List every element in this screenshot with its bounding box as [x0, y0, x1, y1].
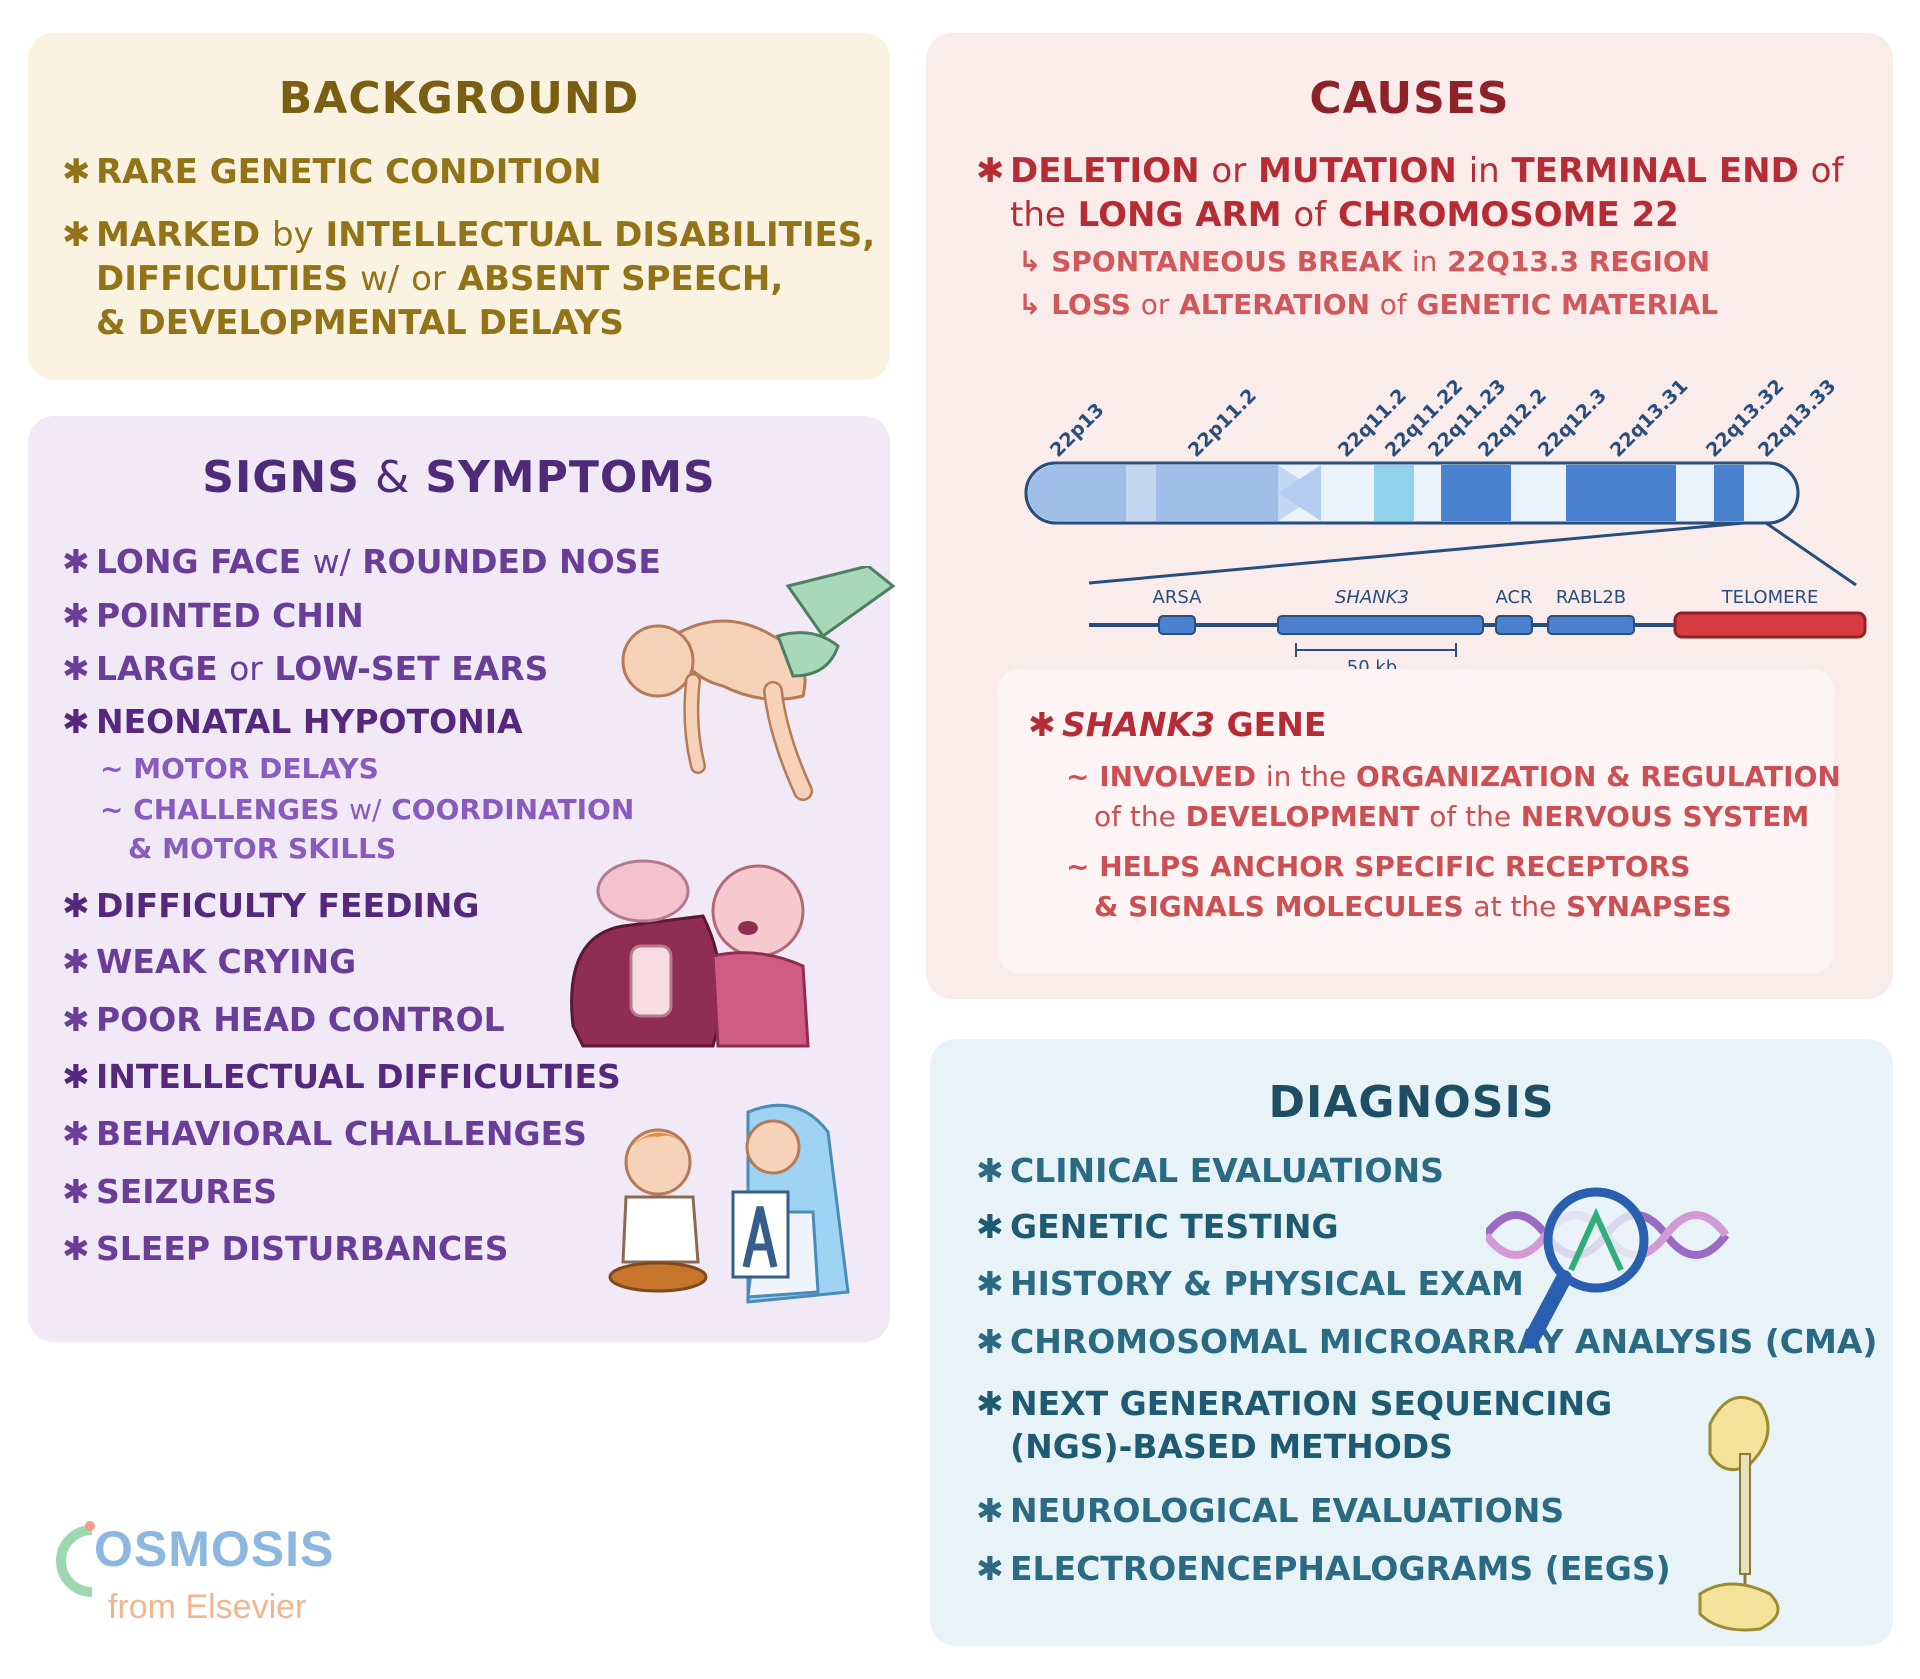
band-label: 22p13 [1046, 399, 1109, 462]
asterisk-icon: ✱ [976, 1384, 1004, 1423]
cause-item-line-1: ✱DELETION or MUTATION in TERMINAL END of [976, 151, 1844, 191]
zoom-line-left [1088, 521, 1745, 585]
diagnosis-item: ✱ELECTROENCEPHALOGRAMS (EEGs) [976, 1547, 1671, 1591]
diagnosis-item: ✱NEUROLOGICAL EVALUATIONS [976, 1489, 1564, 1533]
hypotonic-infant-illustration [621, 566, 896, 801]
gene-shank3 [1277, 615, 1484, 635]
band-22q12.3 [1566, 465, 1676, 521]
gene-label-shank3: SHANK3 [1335, 587, 1409, 608]
logo-subtitle: from Elsevier [108, 1588, 307, 1626]
shank3-detail: ~ INVOLVED in the ORGANIZATION & REGULAT… [1066, 760, 1841, 793]
telomere-segment [1673, 611, 1867, 639]
logo-wordmark: OSMOSIS [94, 1521, 335, 1577]
asterisk-icon: ✱ [62, 702, 90, 741]
diagnosis-item: ✱GENETIC TESTING [976, 1205, 1339, 1249]
sign-item: ✱SEIZURES [62, 1172, 278, 1211]
asterisk-icon: ✱ [62, 596, 90, 635]
band-22q11.21 [1374, 465, 1414, 521]
gene-label-acr: ACR [1495, 587, 1532, 608]
diagnosis-item: ✱NEXT GENERATION SEQUENCING [976, 1382, 1612, 1426]
asterisk-icon: ✱ [62, 886, 90, 925]
pipette-illustration [1698, 1395, 1780, 1632]
sign-sub-item: & MOTOR SKILLS [128, 832, 397, 865]
asterisk-icon: ✱ [62, 942, 90, 981]
diagnosis-item: ✱CHROMOSOMAL MICROARRAY ANALYSIS (CMA) [976, 1320, 1878, 1364]
diagnosis-item: ✱HISTORY & PHYSICAL EXAM [976, 1262, 1524, 1306]
chromosome-22-diagram: 22p13 22p11.2 22q11.2 22q11.22 22q11.23 … [1024, 375, 1867, 678]
gene-arsa [1158, 615, 1196, 635]
behavioral-assessment-illustration [608, 1103, 850, 1304]
asterisk-icon: ✱ [62, 1114, 90, 1153]
shank3-detail: of the DEVELOPMENT of the NERVOUS SYSTEM [1094, 800, 1810, 833]
feeding-difficulty-illustration [570, 859, 810, 1048]
asterisk-icon: ✱ [976, 151, 1005, 191]
band-stalk [1126, 465, 1156, 521]
gene-rabl2b [1547, 615, 1635, 635]
band-label: 22p11.2 [1184, 385, 1261, 462]
background-item-2: ✱MARKED by INTELLECTUAL DISABILITIES, [62, 215, 876, 255]
cause-sub-item: ↳ SPONTANEOUS BREAK in 22q13.3 REGION [1018, 245, 1711, 278]
band-label: 22q13.31 [1606, 375, 1692, 461]
centromere-right [1278, 465, 1321, 521]
diagnosis-item: ✱CLINICAL EVALUATIONS [976, 1149, 1444, 1193]
sign-item: ✱LARGE or LOW-SET EARS [62, 649, 549, 688]
sign-sub-item: ~ CHALLENGES w/ COORDINATION [100, 793, 635, 826]
band-22p11.2 [1156, 465, 1278, 521]
gene-label-arsa: ARSA [1153, 587, 1203, 608]
sign-sub-item: ~ MOTOR DELAYS [100, 752, 379, 785]
background-item-2-line-2: DIFFICULTIES w/ or ABSENT SPEECH, [96, 259, 784, 299]
shank3-detail: ~ HELPS ANCHOR SPECIFIC RECEPTORS [1066, 850, 1691, 883]
asterisk-icon: ✱ [62, 1057, 90, 1096]
asterisk-icon: ✱ [976, 1549, 1004, 1588]
asterisk-icon: ✱ [976, 1491, 1004, 1530]
sign-item: ✱LONG FACE w/ ROUNDED NOSE [62, 542, 661, 581]
dna-magnifier-illustration [1486, 1187, 1730, 1348]
causes-panel: CAUSES ✱DELETION or MUTATION in TERMINAL… [926, 33, 1893, 999]
asterisk-icon: ✱ [62, 152, 91, 192]
asterisk-icon: ✱ [976, 1151, 1004, 1190]
background-panel: BACKGROUND ✱RARE GENETIC CONDITION ✱MARK… [28, 33, 890, 380]
asterisk-icon: ✱ [62, 215, 91, 255]
shank3-heading: ✱SHANK3 GENE [1028, 705, 1327, 744]
asterisk-icon: ✱ [976, 1207, 1004, 1246]
gene-label-rabl2b: RABL2B [1556, 587, 1626, 608]
osmosis-logo-mark [56, 1521, 95, 1597]
diagnosis-item-line-2: (NGS)-BASED METHODS [1010, 1427, 1453, 1466]
sign-item: ✱DIFFICULTY FEEDING [62, 886, 480, 925]
band-22q12.1 [1441, 465, 1511, 521]
zoom-line-right [1765, 521, 1857, 587]
diagnosis-panel: DIAGNOSIS ✱CLINICAL EVALUATIONS ✱GENETIC… [930, 1039, 1893, 1646]
gene-label-telomere: TELOMERE [1721, 587, 1819, 608]
asterisk-icon: ✱ [976, 1264, 1004, 1303]
background-item-2-line-3: & DEVELOPMENTAL DELAYS [96, 303, 624, 343]
signs-title: SIGNS & SYMPTOMS [202, 452, 716, 503]
cause-item-line-2: the LONG ARM of CHROMOSOME 22 [1010, 195, 1679, 235]
sign-item: ✱NEONATAL HYPOTONIA [62, 702, 523, 741]
asterisk-icon: ✱ [1028, 705, 1056, 744]
sign-item: ✱POOR HEAD CONTROL [62, 1000, 505, 1039]
asterisk-icon: ✱ [62, 1172, 90, 1211]
asterisk-icon: ✱ [62, 1000, 90, 1039]
shank3-info-box: ✱SHANK3 GENE ~ INVOLVED in the ORGANIZAT… [998, 669, 1841, 973]
asterisk-icon: ✱ [62, 542, 90, 581]
sign-item: ✱WEAK CRYING [62, 942, 357, 981]
sign-item: ✱POINTED CHIN [62, 596, 364, 635]
asterisk-icon: ✱ [976, 1322, 1004, 1361]
asterisk-icon: ✱ [62, 649, 90, 688]
asterisk-icon: ✱ [62, 1229, 90, 1268]
sign-item: ✱INTELLECTUAL DIFFICULTIES [62, 1057, 621, 1096]
causes-title: CAUSES [1309, 73, 1510, 124]
sign-item: ✱SLEEP DISTURBANCES [62, 1229, 509, 1268]
band-22p13 [1028, 465, 1156, 521]
band-22q13.32 [1714, 465, 1744, 521]
cause-sub-item: ↳ LOSS or ALTERATION of GENETIC MATERIAL [1018, 288, 1719, 321]
background-title: BACKGROUND [278, 73, 640, 124]
diagnosis-title: DIAGNOSIS [1268, 1077, 1555, 1128]
signs-panel: SIGNS & SYMPTOMS ✱LONG FACE w/ ROUNDED N… [28, 416, 896, 1342]
sign-item: ✱BEHAVIORAL CHALLENGES [62, 1114, 587, 1153]
background-item-1: ✱RARE GENETIC CONDITION [62, 152, 602, 192]
gene-acr [1495, 615, 1533, 635]
shank3-detail: & SIGNALS MOLECULES at the SYNAPSES [1094, 890, 1732, 923]
